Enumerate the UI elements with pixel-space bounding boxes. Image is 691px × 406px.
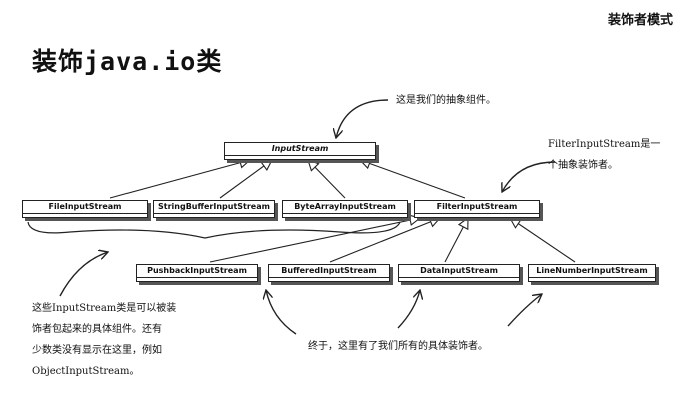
note-abstract-component: 这是我们的抽象组件。 — [396, 95, 496, 106]
note-concrete-components: 这些InputStream类是可以被装 饰者包起来的具体组件。还有 少数类没有显… — [32, 298, 176, 382]
class-box-bytearrayinputstream: ByteArrayInputStream — [282, 200, 408, 218]
pattern-name: 装饰者模式 — [607, 13, 673, 28]
pointer-arrow-decorator-3 — [507, 294, 542, 327]
class-box-fileinputstream: FileInputStream — [22, 200, 148, 218]
inherit-bytearray-to-inputstream — [308, 160, 346, 199]
class-name: StringBufferInputStream — [154, 201, 274, 214]
pointer-arrow-abstract-component — [336, 99, 389, 138]
class-box-bufferedinputstream: BufferedInputStream — [268, 264, 390, 282]
pointer-arrow-decorator-1 — [266, 290, 297, 335]
inherit-data-to-filter — [444, 218, 468, 263]
pointer-arrow-concrete-components — [59, 252, 108, 297]
class-box-inputstream: InputStream — [224, 142, 376, 160]
concrete-components-brace — [27, 221, 401, 239]
note-line: ObjectInputStream。 — [32, 366, 140, 377]
note-line: 这些InputStream类是可以被装 — [32, 303, 177, 314]
class-name: LineNumberInputStream — [529, 265, 655, 278]
class-box-linenumberinputstream: LineNumberInputStream — [528, 264, 656, 282]
note-abstract-decorator: FilterInputStream是一 个抽象装饰者。 — [548, 134, 660, 176]
class-name: FilterInputStream — [415, 201, 539, 214]
pointer-arrow-decorator-2 — [397, 290, 420, 329]
inherit-buffered-to-filter — [329, 218, 440, 263]
inherit-pushback-to-filter — [209, 218, 420, 263]
inherit-file-to-inputstream — [109, 160, 250, 199]
page-title: 装饰java.io类 — [32, 47, 223, 76]
note-line: 饰者包起来的具体组件。还有 — [32, 324, 162, 335]
inherit-linenumber-to-filter — [510, 218, 576, 263]
class-name: ByteArrayInputStream — [283, 201, 407, 214]
pointer-arrow-abstract-decorator — [502, 161, 556, 192]
note-concrete-decorators: 终于，这里有了我们所有的具体装饰者。 — [308, 341, 488, 352]
class-name: BufferedInputStream — [269, 265, 389, 278]
class-name: DataInputStream — [399, 265, 519, 278]
class-box-filterinputstream: FilterInputStream — [414, 200, 540, 218]
class-box-datainputstream: DataInputStream — [398, 264, 520, 282]
class-box-pushbackinputstream: PushbackInputStream — [136, 264, 258, 282]
class-name: PushbackInputStream — [137, 265, 257, 278]
note-line: FilterInputStream是一 — [548, 139, 661, 150]
class-name: InputStream — [225, 143, 375, 156]
inherit-stringbuffer-to-inputstream — [219, 160, 272, 199]
class-name: FileInputStream — [23, 201, 147, 214]
class-box-stringbufferinputstream: StringBufferInputStream — [153, 200, 275, 218]
note-line: 个抽象装饰者。 — [548, 160, 618, 171]
note-line: 少数类没有显示在这里，例如 — [32, 345, 162, 356]
inherit-filter-to-inputstream — [360, 160, 466, 199]
